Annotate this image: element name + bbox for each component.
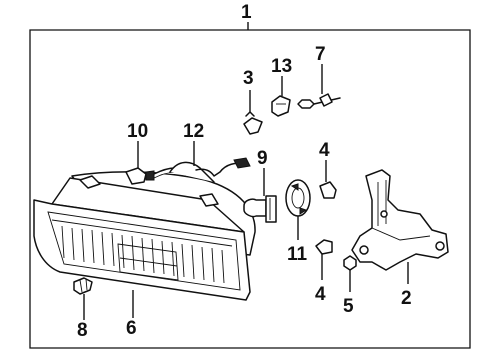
label-12: 12 <box>183 121 204 142</box>
headlamp-assembly <box>33 171 256 318</box>
retaining-ring <box>285 179 311 240</box>
retainer-lower <box>315 239 333 280</box>
lens-ribs <box>61 225 225 284</box>
small-bulb-socket <box>125 141 155 185</box>
label-4-upper: 4 <box>319 140 330 161</box>
nut <box>343 255 357 292</box>
label-10: 10 <box>127 121 148 142</box>
label-11: 11 <box>287 244 308 265</box>
callout-labels: 2 3 4 4 5 6 7 8 9 10 11 12 13 <box>77 44 412 341</box>
label-9: 9 <box>257 148 268 169</box>
adjuster-clip <box>243 90 263 135</box>
mounting-bracket <box>351 169 449 284</box>
label-3: 3 <box>243 68 254 89</box>
label-6: 6 <box>126 318 137 339</box>
label-8: 8 <box>77 320 88 341</box>
label-1: 1 <box>241 2 252 23</box>
headlamp-bulb <box>243 168 277 223</box>
wiring-harness <box>153 141 251 183</box>
assembly-frame: 1 <box>29 2 471 349</box>
pivot-clip <box>271 76 291 117</box>
label-7: 7 <box>315 44 326 65</box>
label-5: 5 <box>343 296 354 317</box>
retainer-upper <box>319 160 337 199</box>
label-2: 2 <box>401 288 412 309</box>
side-marker-bulb <box>73 277 93 320</box>
label-13: 13 <box>271 56 292 77</box>
label-4-lower: 4 <box>315 284 326 305</box>
adjusting-screw <box>297 64 341 109</box>
